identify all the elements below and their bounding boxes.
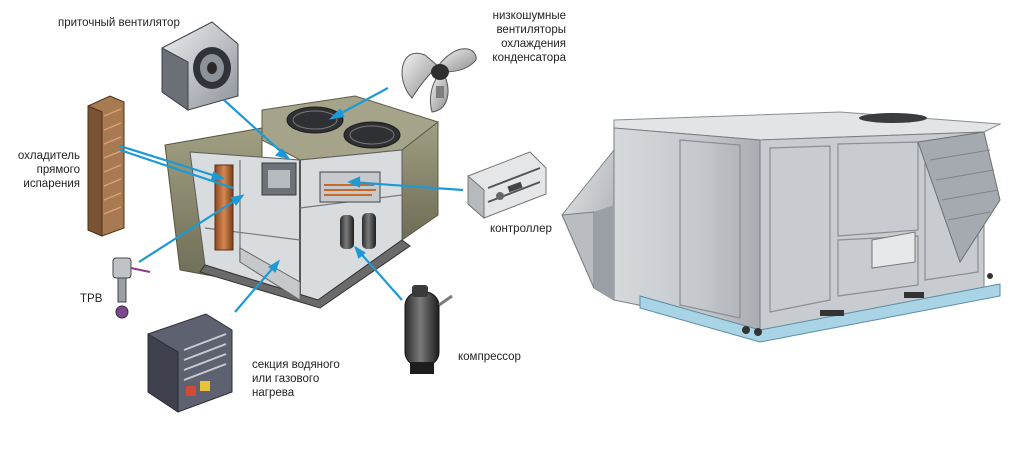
controller-icon (467, 151, 547, 220)
condenser-fan-icon (401, 48, 477, 113)
label-supply-fan: приточный вентилятор (58, 17, 180, 29)
label-controller: контроллер (490, 223, 552, 235)
supply-fan-icon (161, 21, 239, 111)
trv-valve-icon (112, 257, 151, 319)
evaporator-coil-icon (87, 95, 125, 237)
leader-arrows (119, 87, 464, 313)
label-heating-section: секция водяного или газового нагрева (252, 359, 340, 399)
cutaway-unit (164, 95, 440, 309)
label-trv: ТРВ (80, 293, 103, 305)
assembled-unit (561, 111, 1002, 343)
compressor-icon (404, 285, 453, 374)
label-evaporator: охладитель прямого испарения (17, 150, 80, 190)
label-compressor: компрессор (458, 351, 521, 363)
heating-section-icon (147, 313, 233, 413)
label-condenser-fans: низкошумные вентиляторы охлаждения конде… (492, 10, 566, 64)
